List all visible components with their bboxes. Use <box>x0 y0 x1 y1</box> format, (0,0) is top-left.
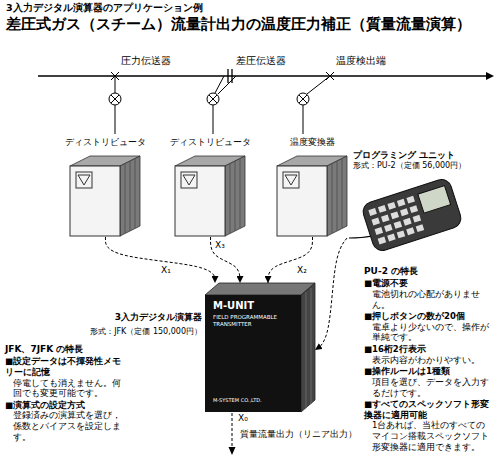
signal-wire <box>213 105 214 134</box>
feature-item: ■演算式の設定方式 <box>5 400 123 411</box>
diagram-title: 差圧式ガス（スチーム）流量計出力の温度圧力補正（質量流量演算） <box>6 15 471 33</box>
distributor-device <box>70 156 140 236</box>
unit-front <box>205 295 301 412</box>
flow-arrow <box>486 72 494 80</box>
transmitter-symbol <box>207 93 219 105</box>
signal-connector <box>106 237 216 283</box>
node-heading: プログラミング ユニット <box>353 150 455 161</box>
signal-wire <box>115 105 116 134</box>
node-heading: ディストリビュータ <box>170 137 251 148</box>
transmitter-symbol <box>111 95 119 103</box>
feature-text: 登録済みの演算式を選び，係数とバイアスを設定します。 <box>5 410 123 442</box>
transmitter-symbol <box>297 93 309 105</box>
sensor-label: 圧力伝送器 <box>121 55 171 67</box>
feature-item: ■押しボタンの数が20個 <box>364 311 494 322</box>
signal-label: X₀ <box>238 413 248 424</box>
signal-wire <box>303 105 304 134</box>
keypad <box>368 196 424 245</box>
feature-text: 電卓より少ないので、操作が単純です。 <box>364 322 494 343</box>
sensor-line <box>307 76 330 94</box>
orifice-plate <box>227 69 228 83</box>
pipe-line <box>38 75 486 76</box>
impulse-line <box>215 76 224 93</box>
signal-label: X₃ <box>214 241 226 251</box>
converter-device <box>277 156 347 236</box>
unit-rib <box>311 288 312 404</box>
transmitter-symbol <box>299 95 307 103</box>
signal-connector <box>211 237 241 283</box>
signal-connector <box>315 238 347 350</box>
handheld-screen <box>418 186 451 214</box>
unit-top <box>205 283 315 295</box>
impulse-line <box>218 76 236 94</box>
device-name: 3入力デジタル演算器 <box>115 312 202 323</box>
feature-item: ■16桁2行表示 <box>364 344 494 355</box>
output-line <box>232 413 233 448</box>
unit-side <box>301 283 315 412</box>
feature-list: PU-2 の特長■電源不要電池切れの心配がありません。■押しボタンの数が20個電… <box>364 266 494 452</box>
feature-text: 停電しても消えません。何回でも変更可能です。 <box>5 378 123 399</box>
distributor: ディストリビュータ <box>167 137 254 237</box>
node-text: M-SYSTEM CO.,LTD. <box>213 397 262 403</box>
feature-text: 項目を選び、データを入力するだけです。 <box>364 377 494 398</box>
node-heading: ディストリビュータ <box>65 137 146 148</box>
output-label: 質量流量出力（リニア出力） <box>240 429 357 440</box>
impulse-line <box>115 76 116 93</box>
sensor-label: 差圧伝送器 <box>236 55 286 67</box>
feature-item: ■操作ルールは1種類 <box>364 366 494 377</box>
node-heading: M-UNIT <box>213 300 254 312</box>
distributor: ディストリビュータ <box>62 137 149 237</box>
feature-text: 表示内容がわかりやすい。 <box>364 355 494 366</box>
distributor-device <box>175 156 245 236</box>
transmitter-symbol <box>209 95 217 103</box>
feature-item: ■電源不要 <box>364 278 494 289</box>
programming-unit: プログラミング ユニット形式：PU-2（定価 56,000円） <box>347 150 493 255</box>
transmitter-symbol <box>111 95 119 103</box>
handheld-body <box>361 177 464 253</box>
feature-item: ■設定データは不揮発性メモリーに記憶 <box>5 356 123 377</box>
arithmetic-unit: M-UNIT FIELD PROGRAMMABLE TRANSMITTER M-SY… <box>205 283 315 412</box>
feature-title: PU-2 の特長 <box>364 266 494 277</box>
transmitter-symbol <box>109 93 121 105</box>
unit-rib <box>306 292 307 408</box>
temperature-converter: 温度変換器 <box>275 137 350 237</box>
cable <box>349 236 372 238</box>
node-heading: 温度変換器 <box>290 137 335 148</box>
signal-label: X₁ <box>160 266 172 276</box>
sensor-label: 温度検出端 <box>336 55 386 67</box>
feature-text: 電池切れの心配がありません。 <box>364 289 494 310</box>
signal-label: X₂ <box>296 266 308 276</box>
feature-list: JFK、7JFK の特長■設定データは不揮発性メモリーに記憶停電しても消えません… <box>5 344 123 442</box>
feature-title: JFK、7JFK の特長 <box>5 344 123 355</box>
node-text: FIELD PROGRAMMABLE TRANSMITTER <box>213 314 295 327</box>
feature-item: ■すべてのスペックソフト形変換器に適用可能 <box>364 399 494 420</box>
model-price: 形式：JFK（定価 150,000円） <box>90 327 202 337</box>
transmitter-symbol <box>209 95 217 103</box>
feature-text: 1台あれば、当社のすべてのマイコン搭載スペックソフト形変換器に適用できます。 <box>364 420 494 452</box>
output-arrow <box>229 447 236 455</box>
section-heading: 3入力デジタル演算器のアプリケーション例 <box>6 2 203 13</box>
transmitter-symbol <box>299 95 307 103</box>
node-text: 形式：PU-2（定価 56,000円） <box>353 161 466 171</box>
signal-connector <box>268 237 313 283</box>
